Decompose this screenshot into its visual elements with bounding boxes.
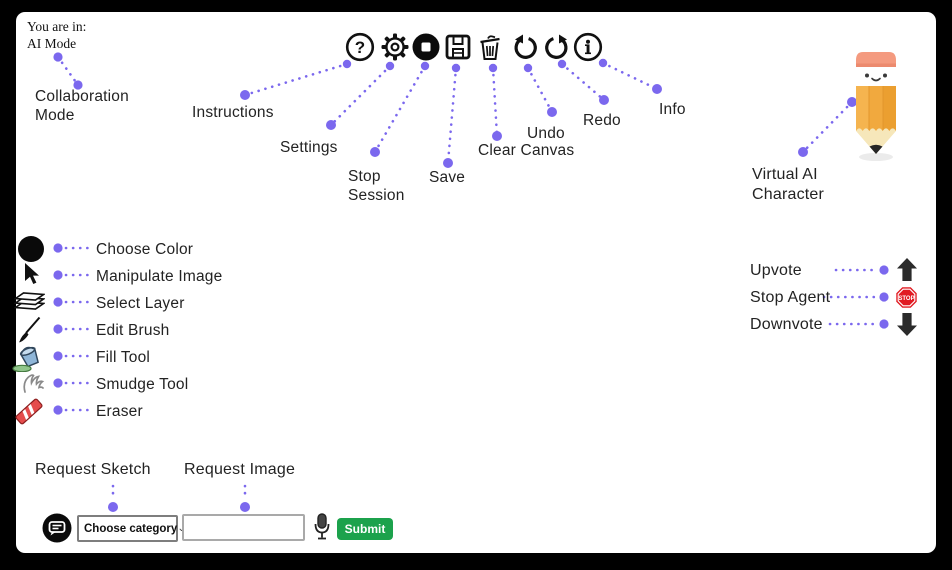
label-request-image: Request Image [184, 461, 296, 478]
label-manipulate-image: Manipulate Image [96, 268, 223, 285]
label-collaboration-mode: Collaboration Mode [35, 88, 129, 124]
label-settings: Settings [280, 139, 338, 156]
clear-canvas-trash-icon[interactable] [476, 33, 504, 61]
label-eraser: Eraser [96, 403, 143, 420]
save-icon[interactable] [444, 33, 472, 61]
label-stop-agent: Stop Agent [750, 289, 831, 306]
label-instructions: Instructions [192, 104, 274, 121]
label-downvote: Downvote [750, 316, 823, 333]
label-request-sketch: Request Sketch [35, 461, 151, 478]
label-choose-color: Choose Color [96, 241, 194, 258]
redo-icon[interactable] [543, 33, 571, 61]
undo-icon[interactable] [511, 33, 539, 61]
upvote-arrow-icon[interactable] [897, 258, 917, 281]
label-info: Info [659, 101, 686, 118]
label-save: Save [429, 169, 466, 186]
stop-sign-icon[interactable]: STOP [895, 286, 918, 309]
fill-bucket-icon[interactable] [12, 343, 45, 372]
mode-indicator: You are in: AI Mode [27, 19, 86, 52]
label-stop-session: Stop Session [348, 168, 405, 204]
label-fill-tool: Fill Tool [96, 349, 151, 366]
smudge-icon[interactable] [20, 371, 45, 395]
color-swatch-icon[interactable] [17, 235, 45, 263]
info-icon[interactable] [573, 32, 603, 62]
label-virtual-ai-character: Virtual AI Character [752, 166, 825, 203]
label-select-layer: Select Layer [96, 295, 185, 312]
label-edit-brush: Edit Brush [96, 322, 170, 339]
label-smudge-tool: Smudge Tool [96, 376, 189, 393]
help-icon[interactable]: ? [345, 32, 375, 62]
settings-gear-icon[interactable] [381, 33, 409, 61]
label-redo: Redo [583, 112, 621, 129]
mode-indicator-line1: You are in: [27, 19, 87, 34]
mic-icon[interactable] [311, 512, 333, 541]
label-upvote: Upvote [750, 262, 802, 279]
layers-icon[interactable] [14, 290, 45, 315]
stop-session-icon[interactable] [412, 33, 440, 61]
label-clear-canvas: Clear Canvas [478, 142, 575, 159]
mode-indicator-line2: AI Mode [27, 35, 77, 51]
help-glyph: ? [355, 38, 365, 57]
eraser-icon[interactable] [14, 397, 44, 426]
label-undo: Undo [527, 125, 565, 142]
category-select[interactable]: Choose category ⌄ [77, 515, 186, 542]
whiteboard-canvas [16, 12, 936, 553]
downvote-arrow-icon[interactable] [897, 313, 917, 336]
category-select-value: Choose category [84, 522, 178, 535]
chat-icon[interactable] [42, 513, 72, 543]
cursor-icon[interactable] [22, 262, 42, 286]
virtual-ai-pencil-character [849, 50, 903, 162]
brush-icon[interactable] [16, 316, 42, 343]
request-text-input[interactable] [182, 514, 305, 541]
stop-sign-text: STOP [898, 296, 914, 302]
submit-button[interactable]: Submit [337, 518, 393, 540]
chevron-down-icon: ⌄ [177, 523, 185, 534]
